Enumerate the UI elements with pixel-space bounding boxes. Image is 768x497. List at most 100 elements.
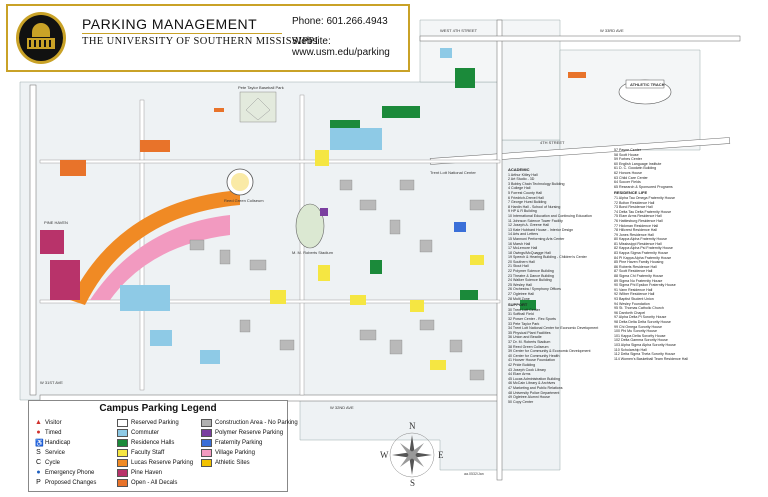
legend-label: Open - All Decals bbox=[131, 480, 178, 486]
index-entry: 42 Pride Building bbox=[508, 362, 536, 367]
legend-symbol-icon: ▲ bbox=[35, 419, 42, 426]
legend-label: Handicap bbox=[45, 440, 71, 446]
index-entry: 33 Pete Taylor Park bbox=[508, 321, 540, 326]
index-entry: 73 Bond Residence Hall bbox=[614, 205, 653, 210]
pete-taylor-park bbox=[239, 91, 277, 123]
index-entry: 21 Stout Hall bbox=[508, 264, 529, 269]
stadium-label: M. M. Roberts Stadium bbox=[292, 250, 333, 255]
index-entry: 93 Baptist Student Union bbox=[614, 297, 654, 301]
legend-symbol-icon: ● bbox=[36, 429, 41, 436]
index-entry: 65 Research & Sponsored Programs bbox=[614, 184, 673, 189]
w31-label: W 31ST AVE bbox=[40, 380, 63, 385]
index-entry: 85 Pine Haven Family Housing bbox=[614, 260, 664, 265]
usm-seal-logo bbox=[16, 12, 66, 64]
index-entry: 36 Union and Beadle bbox=[508, 335, 542, 340]
index-entry: 78 Hillcrest Residence Hall bbox=[614, 228, 657, 233]
buildings bbox=[189, 179, 485, 381]
village-parking-arc bbox=[90, 215, 230, 300]
pine-haven-housing-2 bbox=[40, 230, 64, 254]
reed-green-label: Reed Green Coliseum bbox=[224, 198, 264, 203]
index-entry: 31 Softball Field bbox=[508, 312, 534, 317]
index-entry: 44 Elam Arms bbox=[508, 372, 531, 377]
index-entry: 88 Sigma Chi Fraternity House bbox=[614, 274, 664, 279]
w32-label: W 32ND AVE bbox=[330, 405, 354, 410]
commuter-lot-3 bbox=[440, 48, 452, 58]
index-entry: 1 Arthur Kitley Hall bbox=[508, 172, 538, 177]
index-entry: 84 Pi Kappa Alpha Fraternity House bbox=[614, 255, 672, 260]
index-entry: 103 Alpha Sigma Alpha Sorority House bbox=[614, 342, 676, 347]
residence-lot-5 bbox=[460, 290, 478, 300]
index-entry: 71 Alpha Tau Omega Fraternity House bbox=[614, 195, 676, 200]
commuter-lot-2 bbox=[120, 285, 170, 311]
legend-swatch bbox=[117, 439, 128, 447]
index-entry: 20 Southern Hall bbox=[508, 259, 535, 264]
index-entry: 72 Bolton Residence Hall bbox=[614, 200, 655, 205]
west-4th-label: WEST 4TH STREET bbox=[440, 28, 478, 33]
index-entry: 76 Hattiesburg Residence Hall bbox=[614, 218, 663, 223]
header-subtitle: THE UNIVERSITY OF SOUTHERN MISSISSIPPI bbox=[82, 36, 319, 47]
index-entry: 8 Hardin Hall - School of Nursing bbox=[508, 204, 561, 209]
legend-label: Polymer Reserve Parking bbox=[215, 430, 284, 436]
index-entry: 40 Center for Community Health bbox=[508, 353, 560, 358]
index-entry: 41 Hoover House Foundation bbox=[508, 358, 555, 363]
index-entry: 10 International Education and Continuin… bbox=[508, 213, 592, 218]
header-rule bbox=[82, 33, 282, 34]
index-entry: 47 Marketing and Public Relations bbox=[508, 385, 563, 390]
index-entry: 95 St. Thomas Catholic Church bbox=[614, 306, 664, 311]
legend-item: Reserved Parking bbox=[117, 419, 179, 427]
roberts-stadium bbox=[295, 203, 325, 249]
index-entry: 63 Child Care Center bbox=[614, 175, 648, 180]
polymer-lot bbox=[320, 208, 328, 216]
index-entry: 75 Elam Arms Residence Hall bbox=[614, 214, 662, 219]
pine-haven-arc bbox=[70, 190, 240, 305]
index-entry: 83 Kappa Sigma Fraternity House bbox=[614, 251, 669, 256]
index-entry: 46 McCain Library & Archives bbox=[508, 381, 556, 386]
header-website[interactable]: Website: www.usm.edu/parking bbox=[292, 36, 390, 58]
index-entry: 97 Alpha Delta Pi Sorority House bbox=[614, 315, 667, 320]
compass-n: N bbox=[409, 421, 416, 431]
index-entry: 43 Joseph Cook Library bbox=[508, 367, 546, 372]
legend-item: Open - All Decals bbox=[117, 479, 177, 487]
index-entry: 45 Lucas Administration Building bbox=[508, 376, 560, 381]
faculty-lot-4 bbox=[410, 300, 424, 312]
legend-swatch bbox=[201, 439, 212, 447]
index-entry: 99 Chi Omega Sorority House bbox=[614, 324, 662, 329]
index-entry: 110 Scholarship Hall bbox=[614, 347, 647, 352]
index-entry: 96 Danforth Chapel bbox=[614, 310, 646, 315]
legend-swatch bbox=[117, 459, 128, 467]
index-entry: 38 Reed Green Coliseum bbox=[508, 344, 549, 349]
faculty-lot-7 bbox=[470, 255, 484, 265]
east-road bbox=[496, 19, 503, 481]
index-entry: 2 Art Studio - 3D bbox=[508, 177, 535, 182]
index-entry: 12 Joseph A. Greene Hall bbox=[508, 223, 549, 228]
index-entry: 61 D. C. Goodwin Building bbox=[614, 166, 657, 171]
legend-label: Residence Halls bbox=[131, 440, 175, 446]
legend-label: Proposed Changes bbox=[45, 479, 97, 486]
index-entry: 57 Payne Center bbox=[614, 148, 641, 152]
index-entry: 81 Mississippi Residence Hall bbox=[614, 241, 662, 246]
index-entry: 112 Delta Sigma Theta Sorority House bbox=[614, 352, 676, 357]
index-entry: 35 Physical Plant Facilities bbox=[508, 330, 551, 335]
residence-heading: RESIDENCE LIFE bbox=[614, 190, 648, 196]
faculty-lot-6 bbox=[430, 360, 446, 370]
commuter-lot-4 bbox=[150, 330, 172, 346]
legend-swatch bbox=[117, 449, 128, 457]
legend-label: Lucas Reserve Parking bbox=[131, 460, 194, 466]
legend-label: Commuter bbox=[131, 430, 160, 436]
index-entry: 48 University Police Department bbox=[508, 390, 560, 395]
index-entry: 5 Forrest County Hall bbox=[508, 190, 542, 195]
legend-swatch bbox=[201, 429, 212, 437]
orange-lot-top bbox=[214, 108, 224, 112]
index-entry: 39 Center for Community & Economic Devel… bbox=[508, 349, 591, 354]
faculty-lot-1 bbox=[315, 150, 329, 166]
legend-item: Residence Halls bbox=[117, 439, 174, 447]
open-lot-2 bbox=[60, 160, 86, 176]
parking-header: PARKING MANAGEMENT THE UNIVERSITY OF SOU… bbox=[6, 4, 410, 72]
legend-symbol-icon: ● bbox=[36, 469, 41, 476]
index-entry: 23 Theatre & Dance Building bbox=[508, 273, 554, 278]
